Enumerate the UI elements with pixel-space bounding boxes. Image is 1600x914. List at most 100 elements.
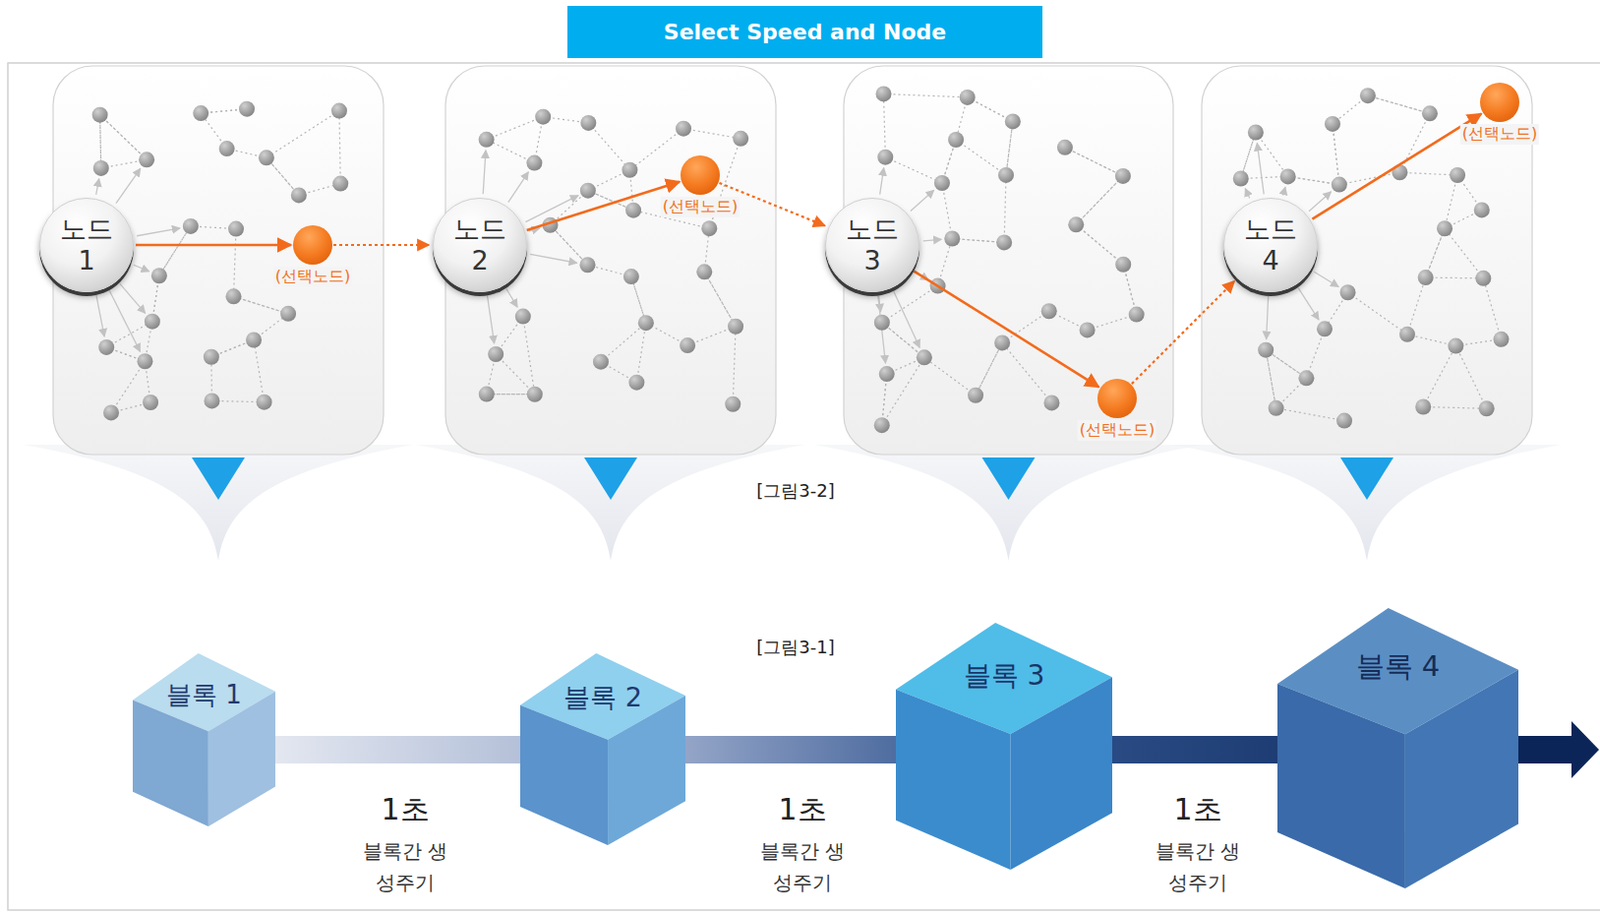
down-triangle: [191, 457, 245, 500]
network-dot: [182, 218, 199, 235]
timeline-bar: [1110, 735, 1280, 764]
network-dot: [515, 308, 532, 325]
network-stroke: [1065, 147, 1124, 177]
network-stroke: [100, 115, 102, 169]
network-stroke: [1004, 175, 1007, 242]
network-stroke: [880, 168, 885, 195]
network-stroke: [106, 321, 153, 348]
network-dot: [1331, 177, 1348, 193]
block-cube: 블록 1: [132, 652, 276, 827]
network-stroke: [1482, 278, 1501, 340]
network-stroke: [704, 271, 736, 326]
network-dot: [625, 202, 642, 219]
cube-shape: [132, 652, 276, 827]
network-stroke: [704, 271, 736, 326]
interval-label: 1초: [378, 789, 431, 830]
network-dot: [1041, 302, 1058, 319]
network-dot: [732, 130, 749, 147]
network-dot: [1057, 139, 1073, 156]
node-label: 노드 1: [56, 213, 118, 278]
selected-node-label: (선택노드): [273, 266, 353, 288]
network-stroke: [1407, 277, 1426, 335]
down-triangle: [584, 457, 638, 500]
network-dot: [874, 314, 890, 331]
network-dot: [967, 387, 984, 404]
cube-right: [607, 695, 686, 845]
network-stroke: [1256, 142, 1264, 194]
network-stroke: [636, 322, 646, 383]
interval-label: 1초: [775, 789, 829, 830]
selected-node: (선택노드): [293, 225, 333, 265]
network-dot: [592, 354, 609, 370]
network-dot: [1233, 171, 1249, 187]
block-cube: 블록 2: [520, 652, 686, 845]
network-stroke: [1075, 176, 1124, 225]
network-stroke: [1006, 120, 1013, 176]
network-stroke: [1265, 350, 1276, 409]
network-stroke: [882, 322, 925, 358]
network-dot: [256, 394, 273, 411]
block-cube: 블록 4: [1277, 607, 1519, 889]
network-dot: [994, 334, 1010, 351]
network-stroke: [1422, 346, 1456, 408]
title-bar: Select Speed and Node: [567, 5, 1043, 59]
network-stroke: [508, 172, 530, 203]
network-stroke: [910, 189, 935, 211]
timeline-bar: [683, 735, 898, 764]
timeline-arrowhead: [1571, 720, 1600, 778]
network-stroke: [1265, 350, 1276, 409]
network-dot: [1474, 201, 1490, 218]
cube-left: [132, 700, 209, 827]
network-dot: [1268, 400, 1285, 416]
network-stroke: [339, 111, 341, 184]
network-stroke: [600, 322, 647, 362]
network-stroke: [96, 295, 105, 337]
network-stroke: [136, 228, 180, 237]
network-dot: [1436, 220, 1453, 237]
network-dot: [203, 392, 220, 409]
select-arrow: [135, 243, 292, 247]
network-dot: [934, 175, 950, 191]
network-dot: [1449, 167, 1466, 183]
network-dot: [1324, 116, 1341, 132]
network-stroke: [1075, 224, 1124, 264]
network-dot: [874, 416, 890, 433]
network-stroke: [100, 115, 102, 169]
network-stroke: [732, 326, 736, 405]
network-stroke: [955, 139, 1007, 176]
network-dot: [526, 155, 542, 172]
network-dot: [103, 404, 119, 420]
relay-arrow: [333, 243, 429, 246]
cube-left: [1277, 683, 1406, 889]
network-dot: [879, 365, 895, 382]
network-dot: [245, 331, 262, 348]
network-dot: [1280, 168, 1297, 184]
down-triangle: [982, 457, 1036, 500]
network-stroke: [683, 128, 741, 139]
network-stroke: [1399, 113, 1430, 173]
network-stroke: [1276, 408, 1345, 421]
network-dot: [228, 221, 244, 238]
network-stroke: [975, 342, 1003, 395]
network-dot: [144, 313, 161, 330]
network-dot: [1399, 326, 1416, 343]
network-stroke: [1313, 271, 1339, 287]
network-stroke: [1399, 172, 1458, 176]
cube-right: [208, 691, 276, 827]
network-dot: [332, 176, 349, 192]
selected-node-label: (선택노드): [660, 196, 740, 218]
network-dot: [98, 339, 115, 356]
network-dot: [136, 353, 153, 369]
select-arrow: [1311, 114, 1482, 220]
block-label: 블록 2: [520, 679, 686, 715]
network-stroke: [486, 117, 544, 140]
network-dot: [93, 160, 110, 177]
network-stroke: [1244, 188, 1249, 199]
network-dot: [724, 396, 741, 413]
network-dot: [1067, 216, 1084, 233]
network-stroke: [1444, 175, 1458, 229]
network-dot: [948, 131, 964, 148]
network-dot: [478, 386, 495, 403]
network-stroke: [487, 295, 495, 344]
network-dot: [92, 107, 109, 123]
